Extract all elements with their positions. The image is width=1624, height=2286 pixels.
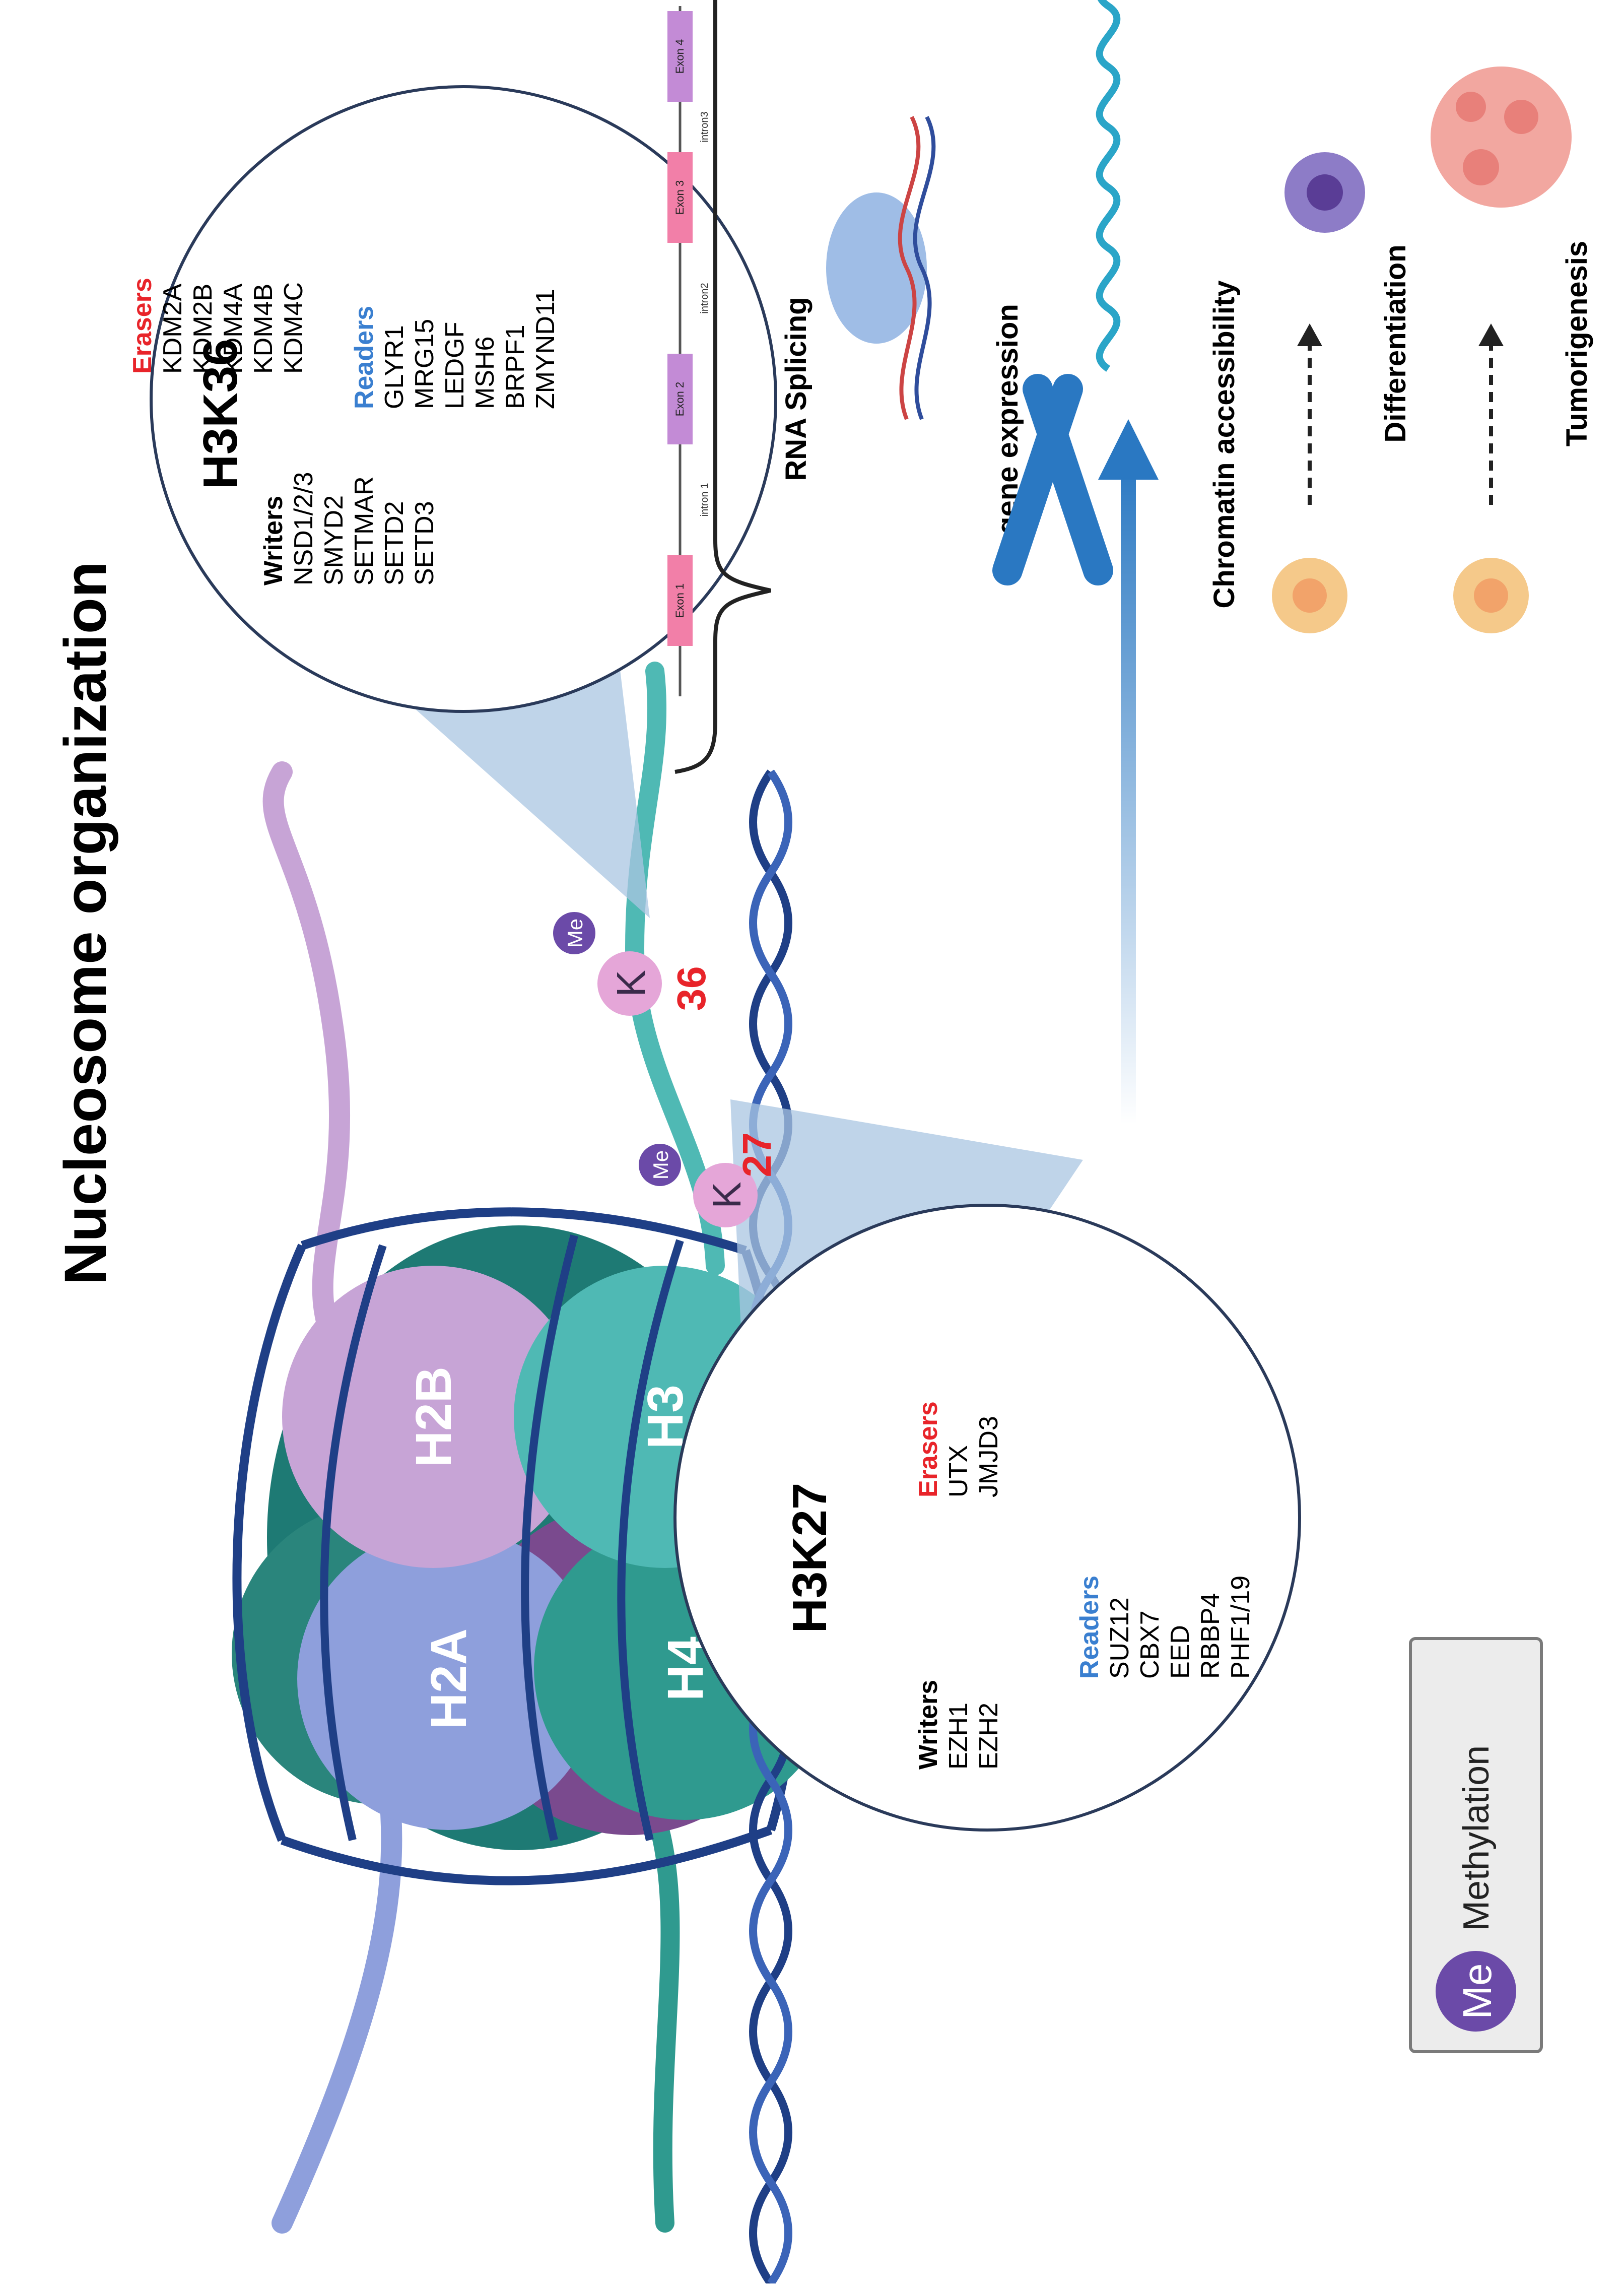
k36-lysine xyxy=(597,951,662,1016)
h2a-tail xyxy=(272,1769,402,2234)
k27-methyl-text: Me xyxy=(649,1150,672,1180)
h3k36-writer: SETD2 xyxy=(380,501,409,585)
h3k36-reader: BRPF1 xyxy=(501,324,530,409)
h3k27-callout xyxy=(673,1204,1301,1832)
h3k36-writer: SETMAR xyxy=(350,476,379,585)
tumorigenesis-arrow-head xyxy=(1478,323,1504,346)
k27-lysine xyxy=(693,1163,758,1227)
transcript-strand xyxy=(898,116,921,420)
outcome-brace xyxy=(674,0,771,774)
k27-site-label: 27 xyxy=(734,1133,779,1178)
k27-methyl-tag xyxy=(639,1144,681,1186)
h3k27-readers: Readers SUZ12 CBX7 EED RBBP4 PHF1/19 xyxy=(1075,1576,1255,1679)
h4-tail xyxy=(650,1820,680,2233)
tumor-mass-icon xyxy=(1431,67,1572,208)
dna-cross xyxy=(320,1234,684,1841)
h3k36-eraser: KDM2B xyxy=(188,284,218,374)
h3k27-erasers-header: Erasers xyxy=(914,1401,943,1497)
chromatin-coil-icon xyxy=(1096,0,1121,372)
h3k27-title: H3K27 xyxy=(783,1483,837,1634)
flow-arrow-shaft xyxy=(1121,460,1136,1125)
exon-label: Exon 1 xyxy=(673,583,686,618)
k36-methyl-tag xyxy=(553,912,595,954)
exon-label: Exon 3 xyxy=(673,180,686,215)
h3k36-reader: ZMYND11 xyxy=(531,289,560,409)
h3k36-eraser: KDM4C xyxy=(279,282,308,374)
tumor-cell xyxy=(1456,92,1486,122)
h3k27-reader: EED xyxy=(1166,1625,1195,1679)
legend-methyl-badge xyxy=(1436,1951,1516,2032)
h3k36-reader: GLYR1 xyxy=(380,325,409,409)
h3k27-erasers: Erasers UTX JMJD3 xyxy=(914,1401,1003,1497)
h3k36-writers: Writers NSD1/2/3 SMYD2 SETMAR SETD2 SETD… xyxy=(259,472,439,585)
k36-lysine-letter: K xyxy=(608,970,653,997)
h3k27-reader: CBX7 xyxy=(1135,1610,1165,1679)
h3k36-writer: SMYD2 xyxy=(319,495,349,585)
tumor-cell xyxy=(1504,100,1538,134)
tumorigenesis-label: Tumorigenesis xyxy=(1561,241,1593,446)
normal-cell-nucleus xyxy=(1474,578,1508,613)
exon-box xyxy=(667,152,693,243)
exon-label: Exon 4 xyxy=(673,39,686,74)
h3k36-eraser: KDM4A xyxy=(219,284,248,374)
h3k36-writers-header: Writers xyxy=(259,496,288,585)
intron-label: intron3 xyxy=(699,111,710,142)
tumor-cell xyxy=(1463,149,1499,185)
chromosome-icon xyxy=(992,374,1113,585)
h3k27-writers-header: Writers xyxy=(914,1680,943,1770)
h3k27-writer: EZH2 xyxy=(974,1703,1003,1770)
chromatin-accessibility-label: Chromatin accessibility xyxy=(1208,280,1241,608)
k36-site-label: 36 xyxy=(669,966,714,1011)
h3k36-readers: Readers GLYR1 MRG15 LEDGF MSH6 BRPF1 ZMY… xyxy=(350,289,560,409)
h3k36-title: H3K36 xyxy=(193,339,247,490)
legend-badge-text: Me xyxy=(1455,1963,1500,2019)
h3k27-reader: RBBP4 xyxy=(1196,1593,1225,1679)
h3k36-eraser: KDM2A xyxy=(158,284,187,374)
exon-box xyxy=(667,354,693,444)
h3k36-reader: MRG15 xyxy=(410,319,439,409)
h3k27-readers-header: Readers xyxy=(1075,1576,1104,1679)
h3k36-reader: LEDGF xyxy=(440,322,469,409)
h3k36-callout xyxy=(150,85,777,713)
legend-label: Methylation xyxy=(1456,1745,1497,1931)
h3k27-eraser: UTX xyxy=(944,1445,973,1497)
h3k36-writer: NSD1/2/3 xyxy=(289,472,318,585)
h3k27-reader: SUZ12 xyxy=(1105,1597,1134,1679)
h3k36-readers-header: Readers xyxy=(350,306,379,409)
flow-arrow-head xyxy=(1098,419,1159,480)
h3k36-eraser: KDM4B xyxy=(249,284,278,374)
h3k36-erasers-header: Erasers xyxy=(128,278,157,374)
h3k27-reader: PHF1/19 xyxy=(1226,1576,1255,1679)
template-strand xyxy=(913,116,936,420)
differentiation-label: Differentiation xyxy=(1379,244,1412,442)
exon-box xyxy=(667,555,693,646)
differentiated-cell-nucleus xyxy=(1307,174,1343,211)
differentiation-arrow-head xyxy=(1297,323,1322,346)
k36-methyl-text: Me xyxy=(563,919,587,948)
h3k36-writer: SETD3 xyxy=(410,501,439,585)
exon-label: Exon 2 xyxy=(673,382,686,417)
h2a-label: H2A xyxy=(421,1628,477,1729)
h3k36-reader: MSH6 xyxy=(470,337,500,409)
legend-box xyxy=(1409,1637,1543,2053)
stem-cell-nucleus xyxy=(1293,578,1327,613)
intron-label: intron2 xyxy=(699,283,710,313)
intron-label: intron 1 xyxy=(699,483,710,517)
h3k27-eraser: JMJD3 xyxy=(974,1416,1003,1497)
h3k36-erasers: Erasers KDM2A KDM2B KDM4A KDM4B KDM4C xyxy=(128,278,308,374)
h3k27-writers: Writers EZH1 EZH2 xyxy=(914,1680,1003,1770)
k27-lysine-letter: K xyxy=(704,1182,749,1208)
h3k27-writer: EZH1 xyxy=(944,1703,973,1770)
h2b-label: H2B xyxy=(405,1366,462,1467)
h2b-tail xyxy=(262,761,363,1387)
diagram-title: Nucleosome organization xyxy=(52,561,119,1285)
rna-splicing-label: RNA Splicing xyxy=(780,297,813,481)
exon-box xyxy=(667,11,693,102)
